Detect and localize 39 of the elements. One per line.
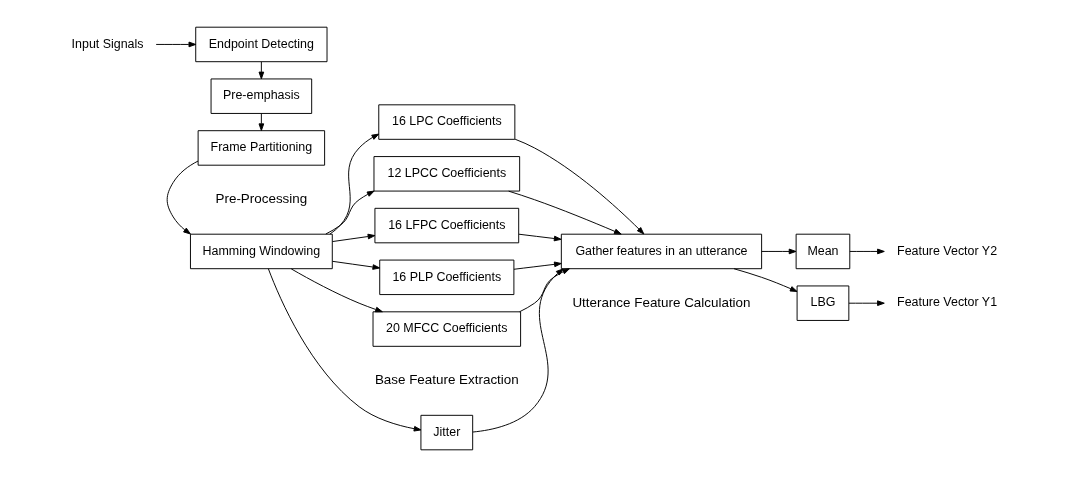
arrow xyxy=(267,268,422,432)
node-box: 16 PLP Coefficients xyxy=(379,259,515,296)
arrow xyxy=(733,268,798,292)
arrow xyxy=(508,190,622,235)
arrow xyxy=(472,268,564,433)
node-box: 12 LPCC Coefficients xyxy=(373,156,521,192)
arrow xyxy=(155,41,197,48)
arrow xyxy=(332,233,376,243)
arrow xyxy=(258,61,265,80)
node-text: Input Signals xyxy=(71,36,144,51)
arrow xyxy=(761,248,797,255)
node-box: Gather features in an utterance xyxy=(560,233,763,270)
node-box: 16 LFPC Coefficients xyxy=(374,207,520,244)
arrow xyxy=(848,300,885,307)
node-box: Mean xyxy=(795,233,851,270)
arrow xyxy=(519,268,570,313)
node-box: 20 MFCC Coefficients xyxy=(372,311,522,347)
arrow xyxy=(329,133,380,235)
arrow xyxy=(513,261,562,270)
node-box: Jitter xyxy=(420,414,474,451)
node-text: Feature Vector Y1 xyxy=(897,295,998,310)
node-box: LBG xyxy=(796,285,850,321)
arrow xyxy=(518,233,562,242)
node-box: Frame Partitioning xyxy=(197,130,326,166)
label: Base Feature Extraction xyxy=(374,372,519,388)
node-box: 16 LPC Coefficients xyxy=(378,104,516,140)
node-text: Feature Vector Y2 xyxy=(897,243,998,258)
arrow xyxy=(849,248,885,255)
label: Pre-Processing xyxy=(215,191,308,207)
node-box: Hamming Windowing xyxy=(190,233,333,270)
arrow xyxy=(290,268,383,313)
node-box: Pre-emphasis xyxy=(210,78,313,114)
node-box: Endpoint Detecting xyxy=(195,26,328,63)
arrow xyxy=(166,160,199,235)
arrow xyxy=(332,260,381,270)
label: Utterance Feature Calculation xyxy=(572,294,751,310)
arrow xyxy=(258,113,265,132)
arrow xyxy=(325,190,375,235)
arrow xyxy=(514,138,645,235)
